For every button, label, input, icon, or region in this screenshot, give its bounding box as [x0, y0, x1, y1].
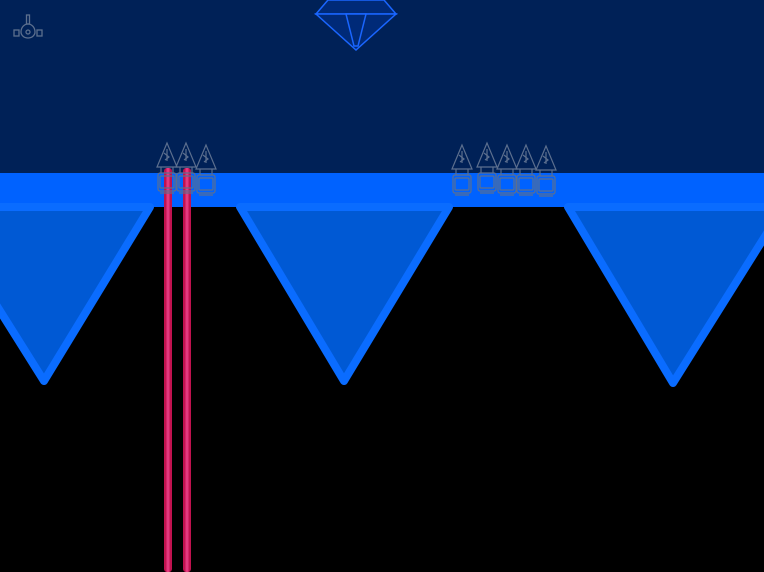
turret-cone: [451, 143, 473, 170]
rocket-turret-icon: [476, 141, 498, 194]
turret-spark: [522, 154, 529, 163]
ceiling-gem-icon: [314, 0, 398, 52]
rocket-turret-icon: [535, 144, 557, 197]
floor-platform: [0, 173, 764, 207]
turret-cone: [156, 141, 178, 168]
turret-base-inner: [178, 175, 194, 189]
turret-base-inner: [479, 175, 495, 189]
laser-beam-left: [164, 168, 172, 572]
turret-base-outer: [497, 174, 517, 194]
turret-cone: [496, 143, 518, 170]
turret-base-inner: [518, 177, 534, 191]
turret-spark: [202, 154, 209, 163]
turret-base-outer: [157, 172, 177, 192]
rocket-menu-fin-left: [13, 29, 20, 37]
turret-cone: [535, 144, 557, 171]
turret-cone: [515, 143, 537, 170]
rocket-turret-icon: [496, 143, 518, 196]
turret-spark: [483, 152, 490, 161]
sky-background: [0, 0, 764, 174]
rocket-menu-fin-right: [36, 29, 43, 37]
turret-base-outer: [196, 174, 216, 194]
turret-cluster-left: [156, 141, 217, 196]
rocket-menu-window: [25, 29, 31, 35]
laser-beam-right: [183, 168, 191, 572]
turret-spark: [542, 155, 549, 164]
turret-cone: [195, 143, 217, 170]
rocket-turret-icon: [175, 141, 197, 194]
turret-base-inner: [499, 177, 515, 191]
rocket-turret-icon: [156, 141, 178, 194]
turret-spark: [503, 154, 510, 163]
turret-base-inner: [538, 178, 554, 192]
turret-spark: [458, 154, 465, 163]
turret-cone: [175, 141, 197, 168]
spike-right: [564, 203, 764, 387]
ceiling-gem-top: [314, 0, 398, 15]
turret-base-inner: [454, 177, 470, 191]
turret-base-outer: [176, 172, 196, 192]
rocket-turret-icon: [195, 143, 217, 196]
laser-beams: [164, 168, 191, 572]
rocket-menu-body: [20, 23, 36, 39]
turret-base-outer: [452, 174, 472, 194]
rocket-turret-icon: [515, 143, 537, 196]
laser-beam-left-core: [166, 168, 170, 572]
ceiling-gem-core: [345, 13, 367, 47]
spike-hazards: [0, 203, 764, 387]
turret-base-inner: [198, 177, 214, 191]
laser-beam-right-core: [185, 168, 189, 572]
turret-base-inner: [159, 175, 175, 189]
turret-cluster-right: [451, 141, 557, 197]
rocket-menu-nose: [25, 14, 31, 25]
spike-middle: [236, 203, 453, 385]
spike-left: [0, 203, 154, 385]
turret-base-outer: [536, 175, 556, 195]
rocket-menu-icon[interactable]: [12, 12, 44, 44]
turret-spark: [182, 152, 189, 161]
rocket-menu-icon-shape: [13, 14, 43, 39]
turret-base-outer: [477, 172, 497, 192]
turret-base-outer: [516, 174, 536, 194]
rocket-turret-icon: [451, 143, 473, 196]
turret-spark: [163, 152, 170, 161]
turret-cone: [476, 141, 498, 168]
